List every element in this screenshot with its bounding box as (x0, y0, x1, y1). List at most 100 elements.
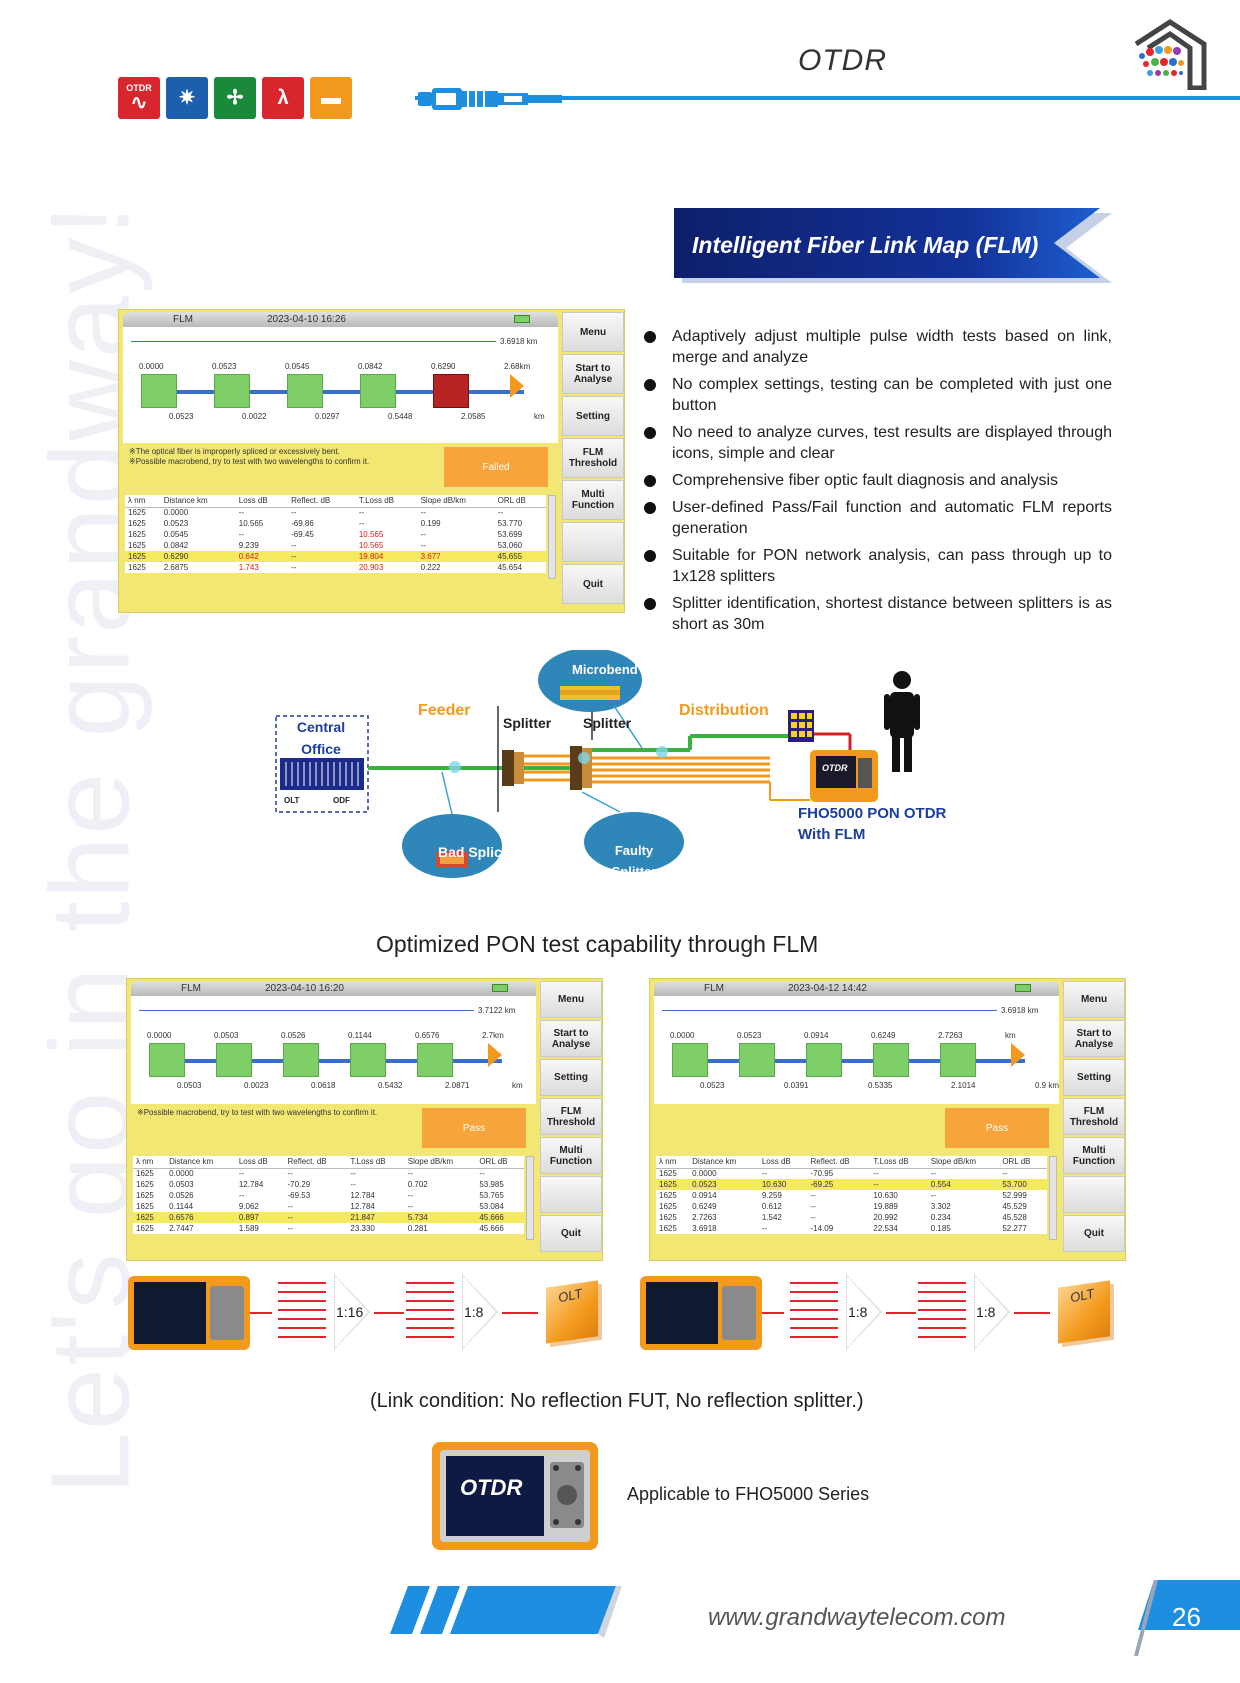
flm-threshold-button[interactable]: FLM Threshold (1063, 1098, 1125, 1135)
quit-button[interactable]: Quit (1063, 1215, 1125, 1252)
table-cell: 0.0914 (692, 1191, 717, 1200)
table-cell: -- (358, 508, 365, 518)
splitter-leg (790, 1300, 838, 1302)
table-header: Slope dB/km (927, 1156, 1000, 1169)
blank-button[interactable] (540, 1176, 602, 1213)
quit-button[interactable]: Quit (540, 1215, 602, 1252)
event-icon[interactable] (417, 1043, 453, 1077)
table-cell: 1625 (128, 519, 146, 528)
event-icon[interactable] (141, 374, 177, 408)
table-scrollbar[interactable] (526, 1156, 534, 1240)
fho5000-device-label: FHO5000 PON OTDR With FLM (798, 805, 947, 843)
event-icon[interactable] (739, 1043, 775, 1077)
table-cell: 1625 (136, 1202, 154, 1211)
setting-button[interactable]: Setting (1063, 1059, 1125, 1096)
event-icon[interactable] (283, 1043, 319, 1077)
diagnosis-message: ※Possible macrobend, try to test with tw… (129, 457, 370, 466)
fault-event-icon[interactable] (433, 374, 469, 408)
splitter-leg (278, 1309, 326, 1311)
segment-length: 0.0503 (177, 1081, 202, 1090)
table-cell: 9.259 (761, 1191, 782, 1200)
category-icon-glyph: ∿ (130, 92, 148, 114)
table-cell: 22.534 (873, 1224, 898, 1233)
event-icon[interactable] (216, 1043, 252, 1077)
table-cell: -- (407, 1202, 414, 1211)
feature-item: User-defined Pass/Fail function and auto… (642, 497, 1112, 539)
table-header: Loss dB (758, 1156, 808, 1169)
event-distance: 0.6576 (415, 1031, 440, 1040)
start-analyse-button[interactable]: Start to Analyse (562, 354, 624, 394)
event-icon[interactable] (350, 1043, 386, 1077)
quit-button[interactable]: Quit (562, 564, 624, 604)
feature-item: Comprehensive fiber optic fault diagnosi… (642, 470, 1112, 491)
splitter-icon-fill (847, 1276, 880, 1348)
event-icon[interactable] (873, 1043, 909, 1077)
blank-button[interactable] (1063, 1176, 1125, 1213)
multi-function-button[interactable]: Multi Function (1063, 1137, 1125, 1174)
fiber-line (157, 1059, 502, 1063)
splitter-leg (406, 1300, 454, 1302)
multi-function-button[interactable]: Multi Function (540, 1137, 602, 1174)
menu-button[interactable]: Menu (1063, 981, 1125, 1018)
table-cell: 0.554 (927, 1179, 1000, 1190)
fho5000-device-image (432, 1442, 598, 1550)
event-icon[interactable] (806, 1043, 842, 1077)
table-scrollbar[interactable] (548, 495, 556, 579)
menu-button[interactable]: Menu (540, 981, 602, 1018)
menu-button[interactable]: Menu (562, 312, 624, 352)
event-icon[interactable] (214, 374, 250, 408)
start-analyse-button[interactable]: Start to Analyse (1063, 1020, 1125, 1057)
table-cell: 0.1144 (169, 1202, 194, 1211)
event-icon[interactable] (672, 1043, 708, 1077)
event-icon[interactable] (287, 374, 323, 408)
otdr-trace-icon: OTDR∿ (118, 77, 160, 119)
event-icon[interactable] (940, 1043, 976, 1077)
multi-function-button[interactable]: Multi Function (562, 480, 624, 520)
table-cell: 52.277 (1002, 1224, 1027, 1233)
pon-caption: Optimized PON test capability through FL… (376, 931, 819, 957)
table-header: T.Loss dB (355, 495, 418, 508)
table-cell: 0.897 (235, 1212, 285, 1223)
flm-threshold-button[interactable]: FLM Threshold (562, 438, 624, 478)
setting-button[interactable]: Setting (562, 396, 624, 436)
flm-threshold-button[interactable]: FLM Threshold (540, 1098, 602, 1135)
event-icon[interactable] (149, 1043, 185, 1077)
feature-item: Splitter identification, shortest distan… (642, 593, 1112, 635)
feature-list: Adaptively adjust multiple pulse width t… (642, 326, 1112, 641)
segment-length: 2.0585 (461, 412, 486, 421)
table-cell: 1625 (128, 508, 146, 518)
table-cell: -- (238, 1169, 245, 1179)
footer-website[interactable]: www.grandwaytelecom.com (708, 1604, 1006, 1631)
start-analyse-button[interactable]: Start to Analyse (540, 1020, 602, 1057)
table-cell: -- (873, 1169, 879, 1179)
table-cell: 0.0545 (163, 530, 189, 539)
event-icon[interactable] (360, 374, 396, 408)
bad-splice-label: Bad Splice (438, 844, 510, 860)
splitter-leg (406, 1291, 454, 1293)
table-cell: 12.784 (350, 1202, 375, 1211)
blank-button[interactable] (562, 522, 624, 562)
setting-button[interactable]: Setting (540, 1059, 602, 1096)
screen-title: FLM (704, 983, 724, 994)
distribution-label: Distribution (679, 702, 769, 719)
table-scrollbar[interactable] (1049, 1156, 1057, 1240)
